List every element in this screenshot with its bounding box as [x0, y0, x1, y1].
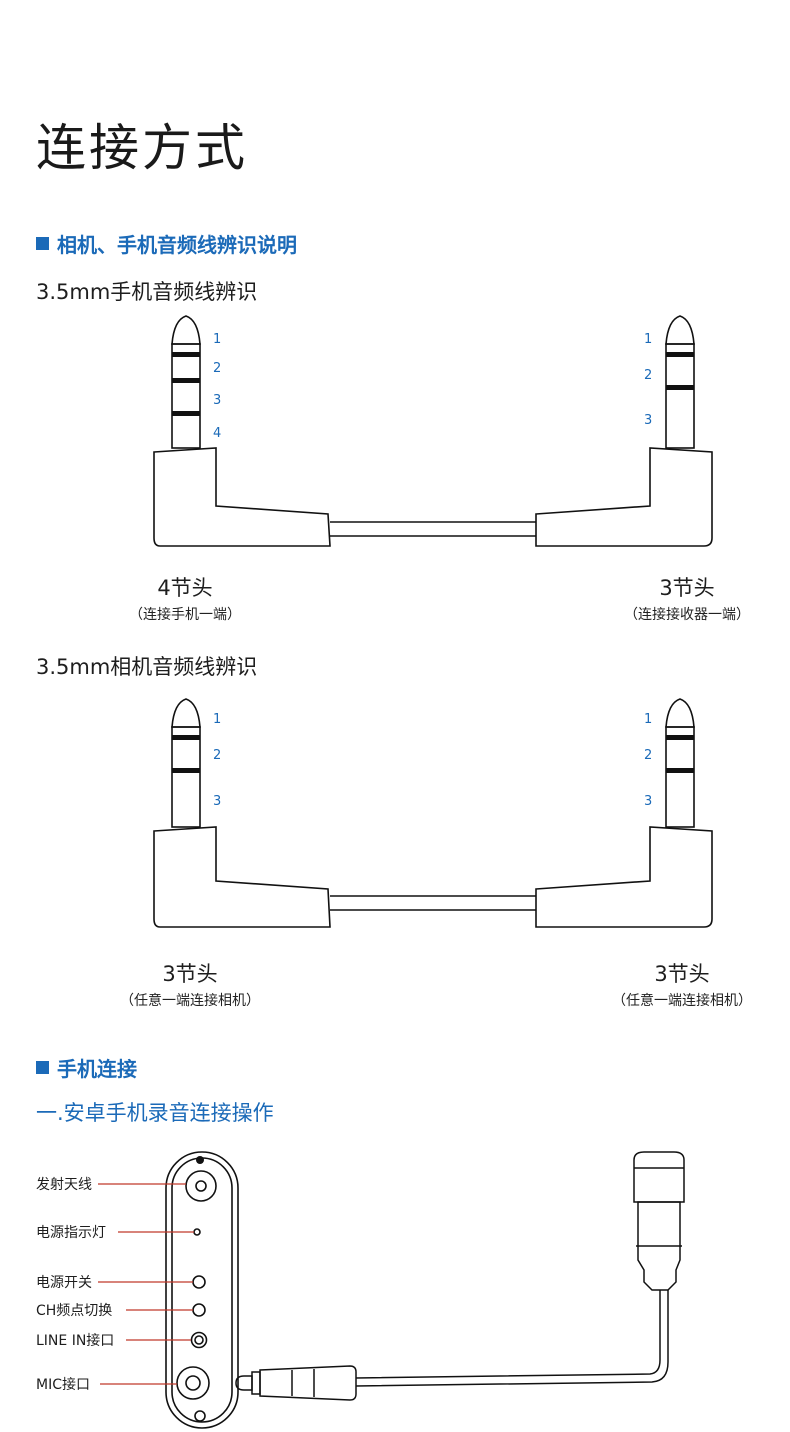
left-ring-3 — [172, 411, 200, 416]
bottom-hole — [194, 1410, 206, 1422]
phone-right-caption: 3节头 （连接接收器一端） — [602, 572, 772, 624]
phone-left-note: （连接手机一端） — [129, 607, 241, 623]
receiver-inner-body — [171, 1157, 233, 1423]
section-heading-phone-connection: 手机连接 — [36, 1053, 137, 1082]
right-ring-1 — [666, 352, 694, 357]
left-plug-shaft — [171, 726, 201, 828]
power-switch — [192, 1275, 206, 1289]
left-num-2: 2 — [213, 361, 221, 376]
camera-left-caption: 3节头 （任意一端连接相机） — [100, 958, 280, 1010]
left-plug-tip — [171, 698, 201, 728]
left-ring-2 — [172, 768, 200, 773]
camera-cable-diagram: 1 2 3 1 2 3 — [153, 698, 713, 928]
right-num-2: 2 — [644, 748, 652, 763]
antenna-port-outer — [185, 1170, 217, 1202]
right-num-3: 3 — [644, 794, 652, 809]
page-title: 连接方式 — [36, 119, 248, 177]
mic-cable-inner — [355, 1290, 669, 1387]
right-plug-tip — [665, 698, 695, 728]
left-plug-body — [153, 826, 331, 928]
right-num-3: 3 — [644, 413, 652, 428]
right-ring-2 — [666, 768, 694, 773]
right-ring-1 — [666, 735, 694, 740]
right-plug-tip — [665, 315, 695, 345]
mic-port-inner — [185, 1375, 201, 1391]
left-num-1: 1 — [213, 332, 221, 347]
phone-cable-subtitle: 3.5mm手机音频线辨识 — [36, 280, 258, 304]
power-indicator-led — [193, 1228, 201, 1236]
mic-plug-collar — [251, 1371, 261, 1395]
square-bullet-icon — [36, 1061, 49, 1074]
square-bullet-icon — [36, 237, 49, 250]
label-antenna: 发射天线 — [36, 1177, 92, 1193]
right-num-2: 2 — [644, 368, 652, 383]
left-num-4: 4 — [213, 426, 221, 441]
left-plug-tip — [171, 315, 201, 345]
right-plug-shaft — [665, 343, 695, 449]
right-plug-body — [535, 826, 713, 928]
lavalier-mic-head — [633, 1151, 685, 1203]
left-num-3: 3 — [213, 393, 221, 408]
phone-left-caption: 4节头 （连接手机一端） — [110, 572, 260, 624]
right-plug-body — [535, 447, 713, 547]
right-ring-2 — [666, 385, 694, 390]
phone-left-label: 4节头 — [157, 576, 213, 600]
top-notch — [196, 1156, 204, 1164]
antenna-port-inner — [195, 1180, 207, 1192]
left-num-1: 1 — [213, 712, 221, 727]
section-heading-cable-id: 相机、手机音频线辨识说明 — [36, 229, 297, 258]
left-plug-body — [153, 447, 331, 547]
label-line-in: LINE IN接口 — [36, 1332, 114, 1349]
left-ring-1 — [172, 352, 200, 357]
left-ring-1 — [172, 735, 200, 740]
left-ring-2 — [172, 378, 200, 383]
left-num-3: 3 — [213, 794, 221, 809]
mic-port-outer — [176, 1366, 210, 1400]
left-plug-shaft — [171, 343, 201, 449]
receiver-outer-body — [165, 1151, 239, 1429]
camera-right-caption: 3节头 （任意一端连接相机） — [592, 958, 772, 1010]
ch-switch — [192, 1303, 206, 1317]
right-num-1: 1 — [644, 712, 652, 727]
camera-left-note: （任意一端连接相机） — [120, 993, 260, 1009]
label-power-switch: 电源开关 — [36, 1275, 92, 1291]
phone-right-note: （连接接收器一端） — [624, 607, 750, 623]
camera-cable-subtitle: 3.5mm相机音频线辨识 — [36, 655, 258, 679]
left-num-2: 2 — [213, 748, 221, 763]
camera-right-label: 3节头 — [654, 962, 710, 986]
right-plug-shaft — [665, 726, 695, 828]
line-in-port-inner — [194, 1335, 204, 1345]
label-ch-switch: CH频点切换 — [36, 1302, 112, 1319]
lavalier-mic-body — [637, 1201, 681, 1291]
section-heading-text: 手机连接 — [57, 1057, 137, 1081]
section-heading-text: 相机、手机音频线辨识说明 — [57, 233, 297, 257]
right-num-1: 1 — [644, 332, 652, 347]
camera-left-label: 3节头 — [162, 962, 218, 986]
mic-plug-body — [259, 1365, 357, 1401]
line-in-port-outer — [190, 1331, 208, 1349]
phone-cable-diagram: 1 2 3 4 1 2 3 — [153, 315, 713, 547]
device-connection-diagram: 发射天线 电源指示灯 电源开关 CH频点切换 LINE IN接口 MIC接口 — [36, 1151, 685, 1429]
label-mic: MIC接口 — [36, 1376, 90, 1393]
android-connection-subtitle: 一.安卓手机录音连接操作 — [36, 1101, 274, 1125]
mic-cable — [355, 1290, 661, 1379]
camera-right-note: （任意一端连接相机） — [612, 993, 752, 1009]
label-power-led: 电源指示灯 — [36, 1225, 106, 1241]
phone-right-label: 3节头 — [659, 576, 715, 600]
